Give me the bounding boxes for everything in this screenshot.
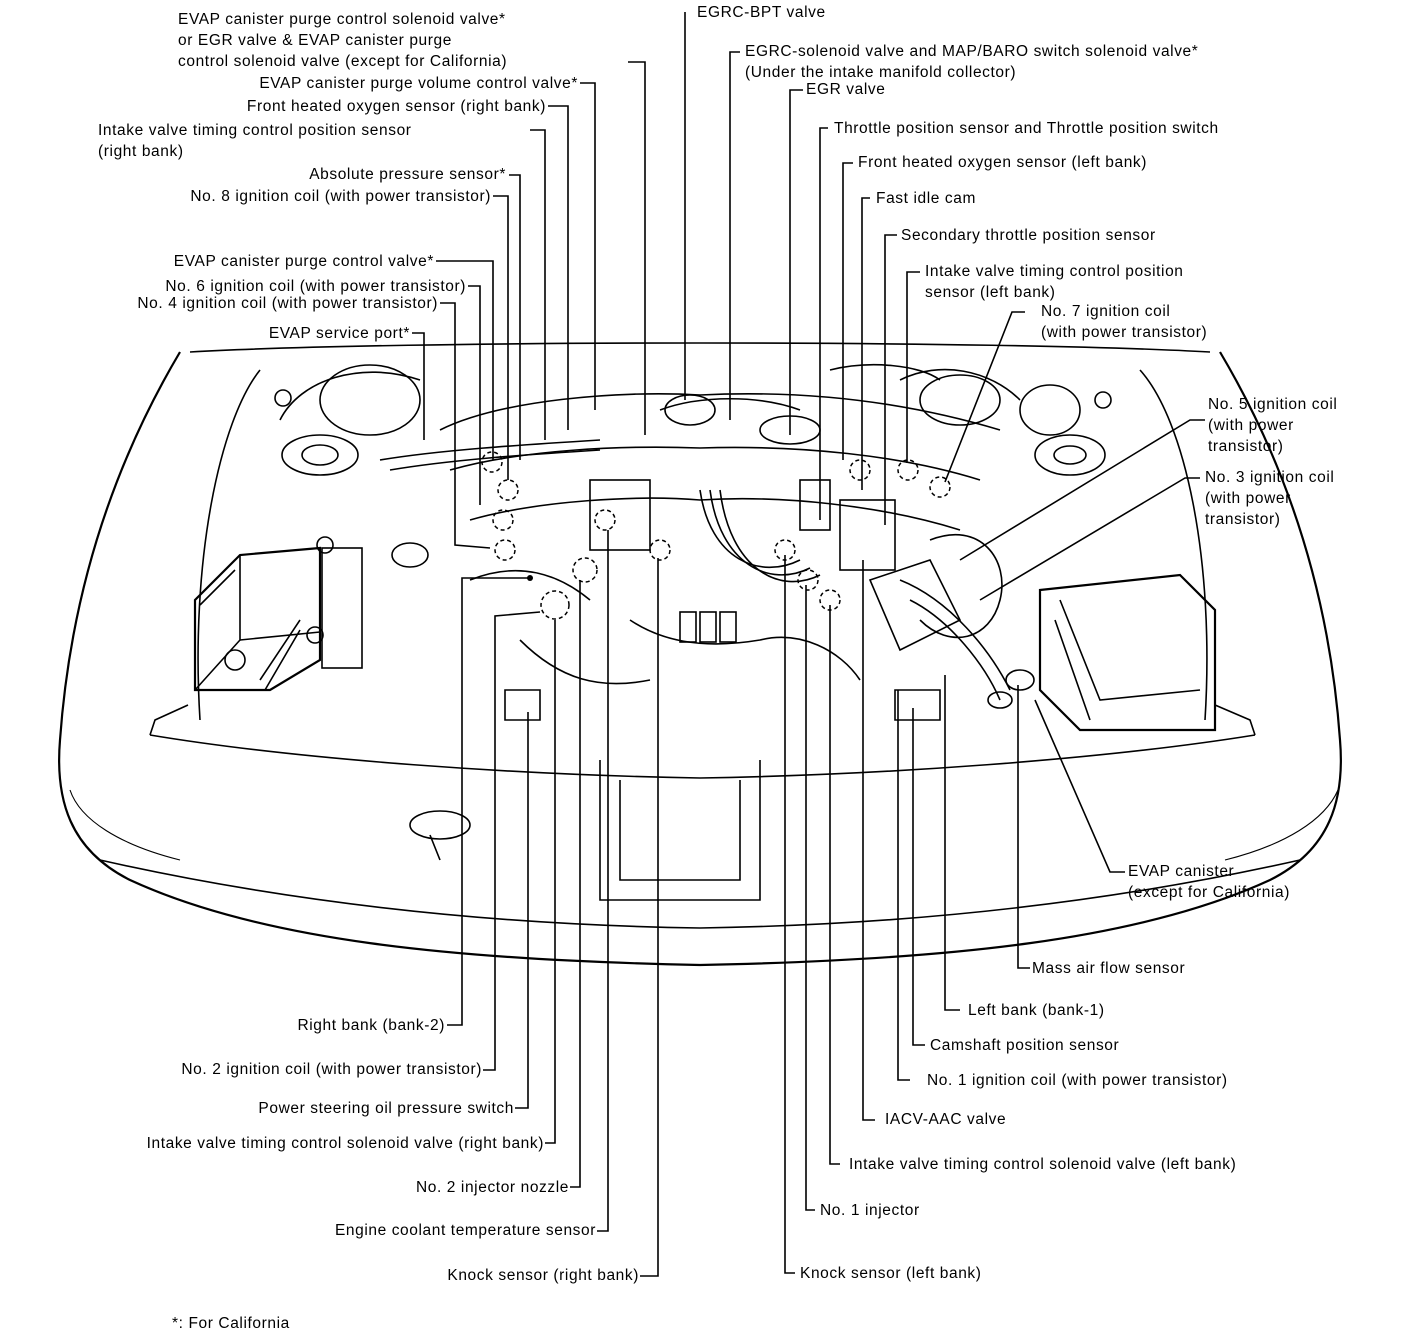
label-iacv: IACV-AAC valve <box>885 1111 1007 1128</box>
label-front-o2-left: Front heated oxygen sensor (left bank) <box>858 154 1148 171</box>
battery <box>193 546 363 692</box>
label-evap-canister: EVAP canister (except for California) <box>1128 863 1290 901</box>
label-no4-coil: No. 4 ignition coil (with power transist… <box>137 295 438 312</box>
label-egr-valve: EGR valve <box>806 81 886 98</box>
label-no1-coil: No. 1 ignition coil (with power transist… <box>927 1072 1228 1089</box>
left-strut-tower <box>274 364 429 568</box>
label-secondary-throttle: Secondary throttle position sensor <box>901 227 1156 244</box>
lower-frame <box>224 536 1035 901</box>
label-no2-injector: No. 2 injector nozzle <box>415 1179 569 1196</box>
footnote: *: For California <box>172 1315 290 1332</box>
label-ivtc-solenoid-right: Intake valve timing control solenoid val… <box>146 1135 544 1152</box>
label-throttle-position: Throttle position sensor and Throttle po… <box>834 120 1219 137</box>
label-no1-injector: No. 1 injector <box>820 1202 920 1219</box>
label-no5-coil: No. 5 ignition coil (with power transist… <box>1208 396 1338 455</box>
label-ivtc-solenoid-left: Intake valve timing control solenoid val… <box>849 1156 1237 1173</box>
label-evap-purge-volume: EVAP canister purge volume control valve… <box>259 75 578 92</box>
right-strut-tower <box>1019 384 1112 476</box>
label-no6-coil: No. 6 ignition coil (with power transist… <box>165 278 466 295</box>
label-no8-coil: No. 8 ignition coil (with power transist… <box>190 188 491 205</box>
label-knock-left: Knock sensor (left bank) <box>800 1265 982 1282</box>
vehicle-body-outline <box>58 342 1342 967</box>
label-no3-coil: No. 3 ignition coil (with power transist… <box>1205 469 1335 528</box>
label-ps-oil-pressure: Power steering oil pressure switch <box>258 1100 514 1117</box>
label-egrc-solenoid: EGRC-solenoid valve and MAP/BARO switch … <box>745 43 1199 81</box>
label-absolute-pressure: Absolute pressure sensor* <box>309 166 506 183</box>
label-no7-coil: No. 7 ignition coil (with power transist… <box>1041 303 1208 341</box>
engine-body <box>379 364 1021 701</box>
label-maf: Mass air flow sensor <box>1032 960 1186 977</box>
label-no2-coil: No. 2 ignition coil (with power transist… <box>181 1061 482 1078</box>
label-evap-service-port: EVAP service port* <box>268 325 410 342</box>
leader-lines <box>412 12 1205 1277</box>
label-left-bank: Left bank (bank-1) <box>968 1002 1105 1019</box>
label-camshaft: Camshaft position sensor <box>930 1037 1120 1054</box>
label-egrc-bpt: EGRC-BPT valve <box>697 4 826 21</box>
label-evap-purge-control: EVAP canister purge control valve* <box>173 253 434 270</box>
label-coolant-temp: Engine coolant temperature sensor <box>334 1222 596 1239</box>
label-evap-purge-solenoid: EVAP canister purge control solenoid val… <box>178 11 508 70</box>
label-ivtc-position-left: Intake valve timing control position sen… <box>925 263 1184 301</box>
label-right-bank: Right bank (bank-2) <box>297 1017 445 1034</box>
air-cleaner <box>1038 573 1217 732</box>
label-fast-idle-cam: Fast idle cam <box>876 190 976 207</box>
label-front-o2-right: Front heated oxygen sensor (right bank) <box>246 98 546 115</box>
label-ivtc-position-right: Intake valve timing control position sen… <box>98 122 412 160</box>
label-knock-right: Knock sensor (right bank) <box>447 1267 639 1284</box>
